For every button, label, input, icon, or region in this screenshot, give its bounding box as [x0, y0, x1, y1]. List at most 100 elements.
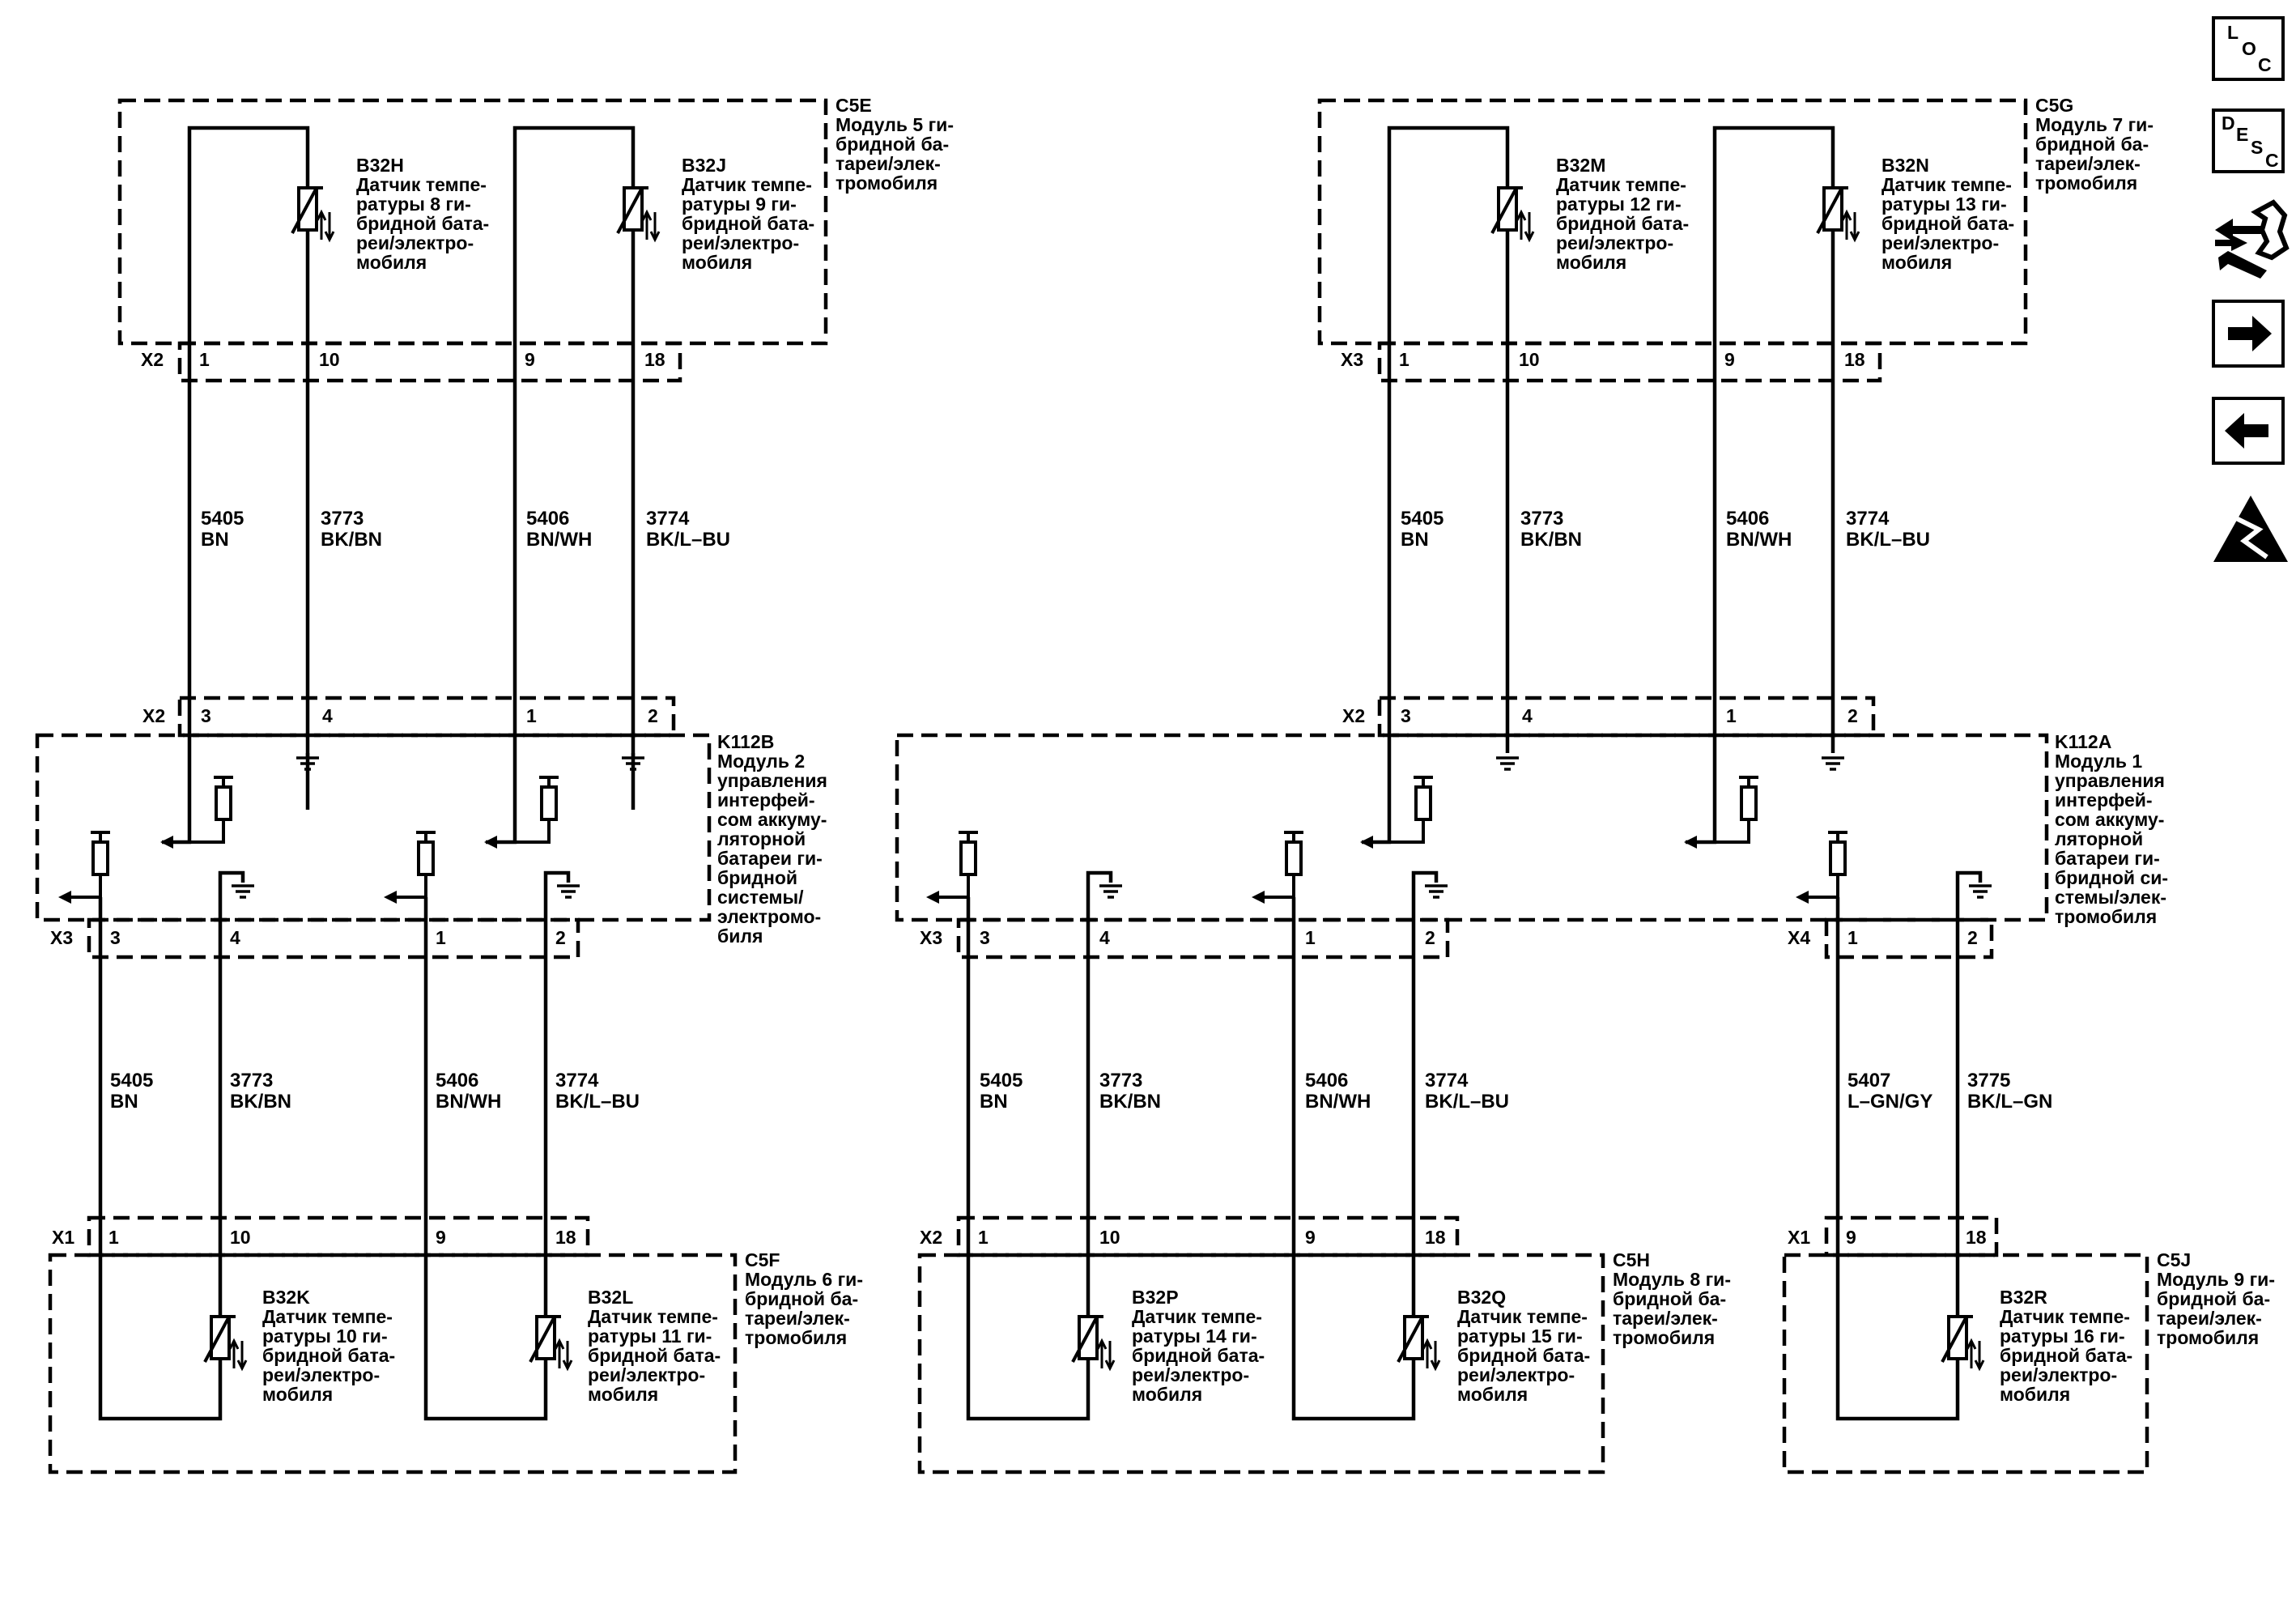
wire-tr-3-color: BN/WH: [1726, 529, 1792, 551]
sensor-b32j-desc-2: ратуры 9 ги-: [682, 194, 797, 215]
wire-labels-bottom-left: 5405 BN 3773 BK/BN 5406 BN/WH 3774 BK/L–…: [110, 1070, 640, 1113]
wire-bl-5406-loop-3774: [423, 870, 571, 1421]
module-c5f-desc-3: тареи/элек-: [745, 1308, 850, 1329]
module-k112b-desc-4: сом аккуму-: [717, 809, 827, 830]
module-k112a-desc-6: батареи ги-: [2055, 848, 2160, 869]
connector-bottom-left-pin-3: 9: [436, 1227, 446, 1248]
desc-icon[interactable]: D E S C: [2212, 109, 2285, 173]
connector-top-right-pin-4: 18: [1844, 349, 1865, 370]
wire-tl-3-number: 5406: [526, 508, 569, 530]
wire-tr-5405-into-k112a: [1362, 567, 1392, 845]
wire-bm-1-color: BN: [980, 1091, 1008, 1113]
module-k112b-id: K112B: [717, 731, 774, 752]
module-c5g-desc-3: тареи/элек-: [2035, 153, 2141, 174]
sensor-b32k: B32K Датчик темпе- ратуры 10 ги- бридной…: [262, 1287, 395, 1405]
sensor-b32m-desc-4: реи/электро-: [1556, 232, 1673, 253]
ground-k112b-x3-2: [557, 884, 580, 899]
connector-bottom-mid-pin-2: 10: [1099, 1227, 1120, 1248]
connector-bottom-right-pin-1: 9: [1846, 1227, 1856, 1248]
loc-letter-l: L: [2227, 22, 2239, 43]
wire-tr-1-number: 5405: [1401, 508, 1444, 530]
connector-k112a-top: X2 3 4 1 2: [1342, 696, 1876, 738]
sensor-b32q: B32Q Датчик темпе- ратуры 15 ги- бридной…: [1457, 1287, 1590, 1405]
wire-tr-1-color: BN: [1401, 529, 1429, 551]
sensor-b32p-desc-1: Датчик темпе-: [1132, 1306, 1262, 1327]
connector-k112b-top: X2 3 4 1 2: [142, 696, 676, 738]
wire-br-1-color: L–GN/GY: [1847, 1091, 1932, 1113]
connector-k112b-bottom-pin-4: 2: [555, 927, 566, 948]
module-k112a-desc-1: Модуль 1: [2055, 751, 2142, 772]
module-k112b-desc-2: управления: [717, 770, 827, 791]
module-c5e-desc-3: тареи/элек-: [835, 153, 941, 174]
module-c5e-id: C5E: [835, 95, 872, 116]
sensor-b32j-id: B32J: [682, 155, 726, 176]
sensor-b32p-desc-5: мобиля: [1132, 1384, 1202, 1405]
pullup-k112a-x2-1: [1684, 776, 1758, 849]
module-c5g-desc-2: бридной ба-: [2035, 134, 2149, 155]
module-k112b-desc-10: биля: [717, 926, 763, 947]
connector-bottom-left-pin-4: 18: [555, 1227, 576, 1248]
connector-k112b-bottom-pin-1: 3: [110, 927, 121, 948]
sensor-b32n-desc-5: мобиля: [1881, 252, 1952, 273]
sensor-b32h-id: B32H: [356, 155, 404, 176]
thermistor-b32m: [1490, 186, 1535, 243]
wire-br-2-color: BK/L–GN: [1967, 1091, 2052, 1113]
sensor-b32h: B32H Датчик темпе- ратуры 8 ги- бридной …: [356, 155, 489, 273]
previous-page-icon[interactable]: [2212, 397, 2285, 465]
module-c5f-desc-2: бридной ба-: [745, 1288, 858, 1309]
sensor-b32l-desc-4: реи/электро-: [588, 1364, 705, 1385]
sensor-b32q-desc-5: мобиля: [1457, 1384, 1528, 1405]
desc-letter-e: E: [2236, 124, 2248, 145]
sensor-b32j-desc-5: мобиля: [682, 252, 752, 273]
module-c5g-desc-1: Модуль 7 ги-: [2035, 114, 2154, 135]
pullup-k112a-x3-1: [1252, 831, 1303, 904]
nav-icons: L O C D E S C: [2212, 16, 2290, 562]
wire-tr-4-color: BK/L–BU: [1846, 529, 1930, 551]
module-k112b-desc-1: Модуль 2: [717, 751, 805, 772]
sensor-b32l-desc-1: Датчик темпе-: [588, 1306, 718, 1327]
module-k112a: K112A Модуль 1 управления интерфей- сом …: [895, 731, 2168, 927]
component-view-icon[interactable]: [2215, 199, 2290, 279]
sensor-b32j-desc-1: Датчик темпе-: [682, 174, 812, 195]
pullup-k112a-x3-3: [926, 831, 978, 904]
connector-k112a-top-pin-4: 2: [1847, 705, 1858, 726]
sensor-b32h-desc-1: Датчик темпе-: [356, 174, 487, 195]
module-k112a-desc-9: тромобиля: [2055, 906, 2157, 927]
sensor-b32q-desc-4: реи/электро-: [1457, 1364, 1575, 1385]
thermistor-b32n: [1816, 186, 1860, 243]
sensor-b32j: B32J Датчик темпе- ратуры 9 ги- бридной …: [682, 155, 814, 273]
wire-bl-2-color: BK/BN: [230, 1091, 291, 1113]
module-c5j-id: C5J: [2157, 1249, 2191, 1270]
connector-top-right-pin-2: 10: [1519, 349, 1540, 370]
module-k112b-desc-5: ляторной: [717, 828, 806, 849]
connector-bottom-right-pin-2: 18: [1966, 1227, 1987, 1248]
module-k112b-desc-8: системы/: [717, 887, 804, 908]
wire-bm-3-color: BN/WH: [1305, 1091, 1371, 1113]
sensor-b32m-id: B32M: [1556, 155, 1605, 176]
thermistor-b32j: [616, 186, 661, 243]
loc-letter-o: O: [2242, 38, 2256, 59]
wire-bl-1-color: BN: [110, 1091, 138, 1113]
wire-tl-1-color: BN: [201, 529, 229, 551]
pullup-k112b-x2-1: [484, 776, 559, 849]
wire-tl-4-number: 3774: [646, 508, 690, 530]
module-c5h-desc-3: тареи/элек-: [1613, 1308, 1718, 1329]
connector-k112b-bottom: X3 3 4 1 2: [50, 917, 580, 960]
module-k112b-desc-9: электромо-: [717, 906, 821, 927]
sensor-b32k-desc-3: бридной бата-: [262, 1345, 395, 1366]
connector-k112a-top-pin-1: 3: [1401, 705, 1411, 726]
module-c5f-desc-4: тромобиля: [745, 1327, 847, 1348]
next-page-icon[interactable]: [2212, 300, 2285, 368]
wire-bl-2-number: 3773: [230, 1070, 273, 1091]
connector-bottom-mid-name: X2: [920, 1227, 942, 1248]
connector-bottom-mid: X2 1 10 9 18: [920, 1215, 1460, 1257]
module-c5j-desc-4: тромобиля: [2157, 1327, 2259, 1348]
loc-icon[interactable]: L O C: [2212, 16, 2285, 81]
wire-tl-4-color: BK/L–BU: [646, 529, 730, 551]
desc-letter-c: C: [2265, 150, 2279, 171]
connector-k112a-bottom-right: X4 1 2: [1788, 917, 1994, 960]
ground-k112b-x3-4: [232, 884, 254, 899]
module-k112b-desc-3: интерфей-: [717, 789, 815, 811]
wire-bl-4-color: BK/L–BU: [555, 1091, 640, 1113]
